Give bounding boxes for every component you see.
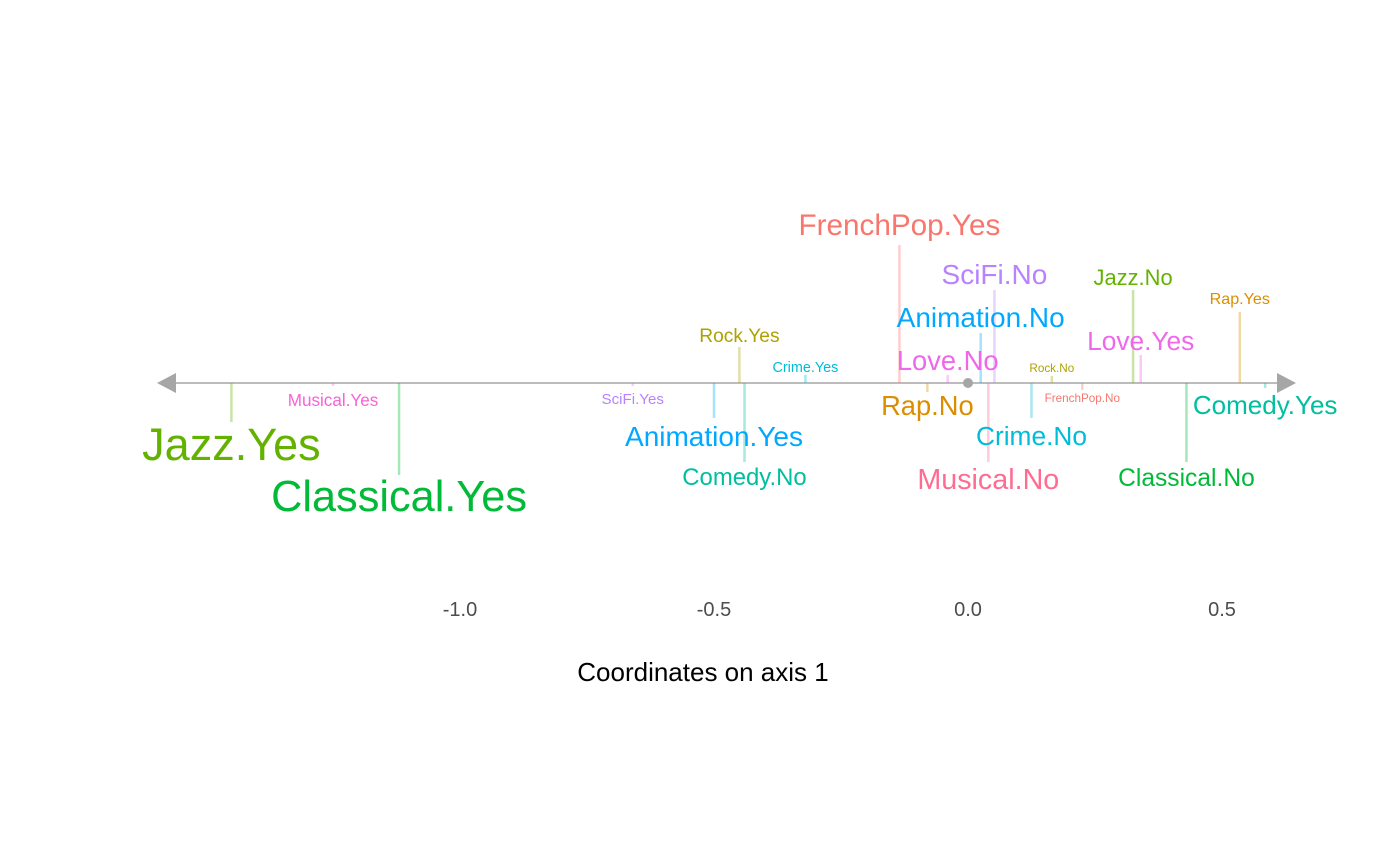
label-rap-yes: Rap.Yes [1210, 290, 1270, 308]
origin-marker [963, 378, 973, 388]
x-tick-label: -0.5 [697, 599, 731, 621]
x-tick-label: 0.0 [954, 599, 982, 621]
label-frenchpop-yes: FrenchPop.Yes [798, 209, 1000, 242]
tick-labels-group: -1.0 -0.5 0.0 0.5 [443, 599, 1236, 621]
label-crime-no: Crime.No [976, 421, 1087, 451]
label-crime-yes: Crime.Yes [773, 360, 839, 376]
label-rock-no: Rock.No [1029, 362, 1074, 375]
x-axis-title: Coordinates on axis 1 [577, 657, 828, 687]
label-classical-yes: Classical.Yes [271, 473, 527, 521]
label-scifi-yes: SciFi.Yes [602, 391, 664, 408]
label-jazz-yes: Jazz.Yes [142, 419, 320, 470]
label-rap-no: Rap.No [881, 390, 974, 421]
label-animation-no: Animation.No [897, 302, 1065, 333]
axis-group [157, 373, 1296, 393]
label-musical-yes: Musical.Yes [288, 391, 379, 410]
axis-arrow-right [1277, 373, 1296, 393]
label-love-no: Love.No [897, 345, 999, 376]
stems-group [230, 245, 1267, 475]
label-animation-yes: Animation.Yes [625, 421, 803, 452]
label-musical-no: Musical.No [917, 464, 1059, 496]
label-comedy-no: Comedy.No [682, 464, 806, 491]
label-comedy-yes: Comedy.Yes [1193, 390, 1338, 420]
label-jazz-no: Jazz.No [1094, 265, 1173, 290]
label-rock-yes: Rock.Yes [699, 326, 779, 347]
axis-arrow-left [157, 373, 176, 393]
x-tick-label: 0.5 [1208, 599, 1236, 621]
label-frenchpop-no: FrenchPop.No [1045, 392, 1121, 405]
label-scifi-no: SciFi.No [942, 259, 1048, 290]
label-love-yes: Love.Yes [1087, 326, 1194, 356]
label-classical-no: Classical.No [1118, 465, 1255, 492]
x-tick-label: -1.0 [443, 599, 477, 621]
